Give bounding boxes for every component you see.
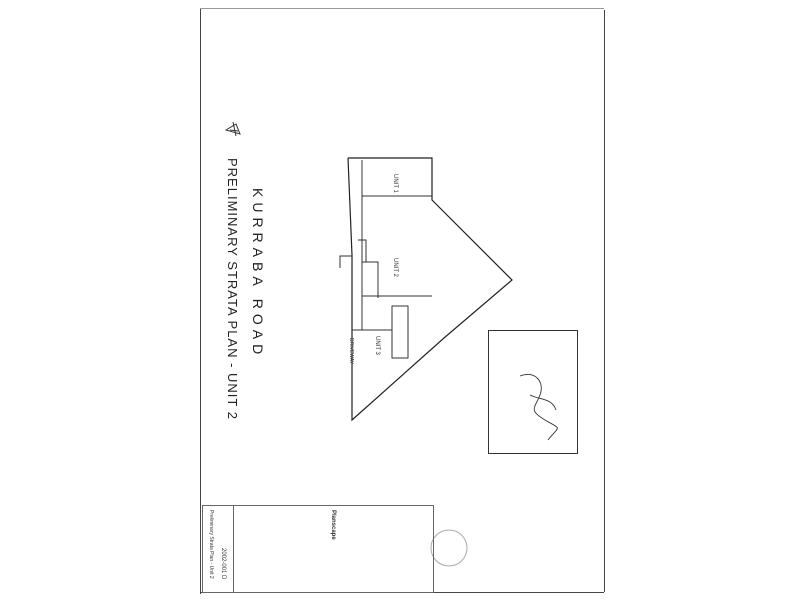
road-name: KURRABA ROAD — [250, 188, 266, 360]
round-stamp — [430, 529, 468, 567]
north-arrow-icon — [224, 121, 241, 137]
unit-1-label: UNIT 1 — [392, 174, 398, 193]
signature-scribble — [519, 374, 558, 441]
driveway-label: DRIVEWAY — [348, 338, 354, 365]
sheet-border-top — [200, 8, 604, 9]
drawing-number: 2002-001 D — [220, 548, 226, 580]
title-block-inner — [202, 505, 234, 593]
drawing-title: Preliminary Strata Plan - Unit 2 — [208, 510, 214, 579]
plan-title: PRELIMINARY STRATA PLAN - UNIT 2 — [225, 158, 240, 420]
sheet-border-right — [604, 10, 605, 592]
planscape-logo-text: Planscape — [330, 510, 336, 540]
certification-stamp — [488, 330, 578, 454]
unit-2-label: UNIT 2 — [392, 258, 398, 277]
sheet-border-left — [200, 8, 201, 594]
unit-divisions — [339, 160, 432, 359]
site-boundary — [347, 157, 513, 422]
unit-3-label: UNIT 3 — [374, 336, 380, 355]
title-block — [202, 505, 434, 593]
